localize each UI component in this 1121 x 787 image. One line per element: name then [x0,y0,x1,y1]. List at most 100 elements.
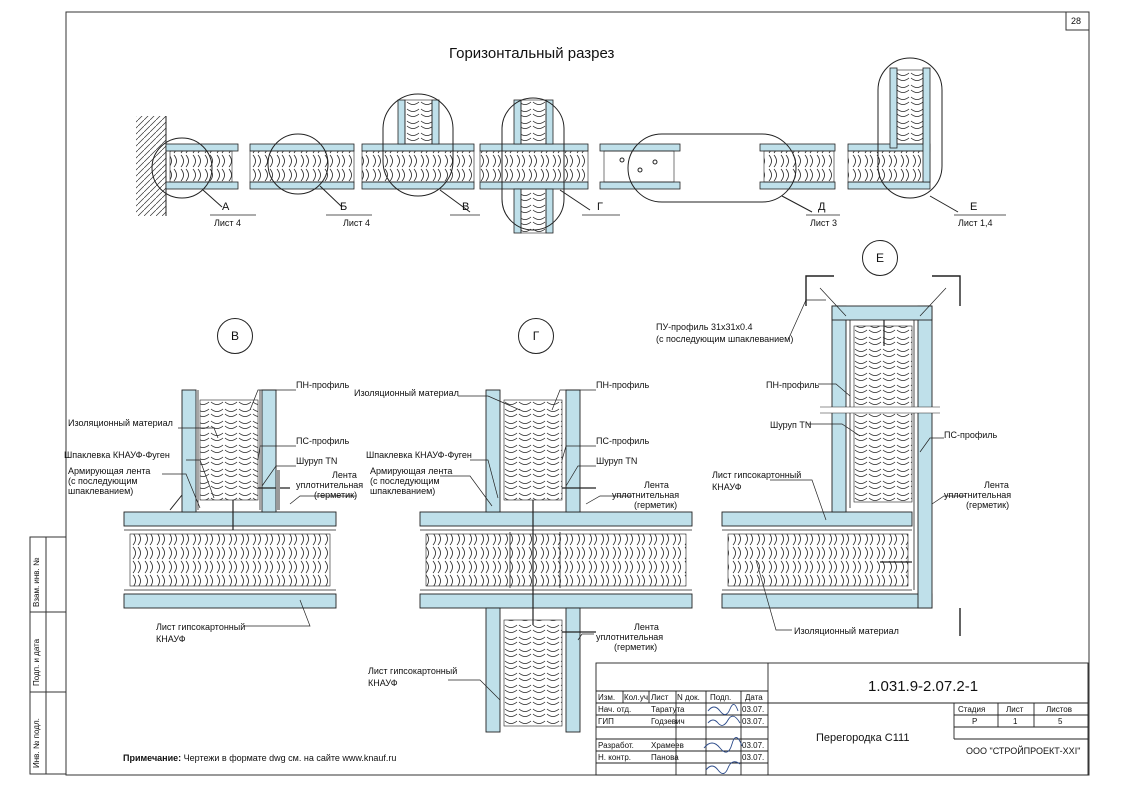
tb-header-ndok: N док. [677,693,700,702]
tb-stage-header: Стадия [958,705,986,714]
v-sheet-2: КНАУФ [156,634,186,644]
tb-row1-name: Таратута [651,705,685,714]
detail-letter-v: В [462,201,470,213]
organization: ООО "СТРОЙПРОЕКТ-XXI" [966,746,1081,756]
tb-row2-role: ГИП [598,717,614,726]
g-tape-2: (с последующим [370,476,440,486]
v-pn-profile: ПН-профиль [296,380,350,390]
title-block-grid [595,662,1089,776]
v-seal-3: (герметик) [314,490,358,500]
document-code: 1.031.9-2.07.2-1 [868,678,979,695]
tb-row3-name: Храмеев [651,741,684,750]
e-sheet-1: Лист гипсокартонный [712,470,802,480]
detail-e-drawing [721,275,961,636]
document-name: Перегородка С111 [816,732,910,744]
e-pu-1: ПУ-профиль 31х31х0.4 [656,322,753,332]
detail-v-circle: В [217,318,253,354]
tb-header-list: Лист [651,693,669,702]
tb-row1-role: Нач. отд. [598,705,632,714]
g-seal-3: (герметик) [634,500,678,510]
side-stamp-replace: Взам. инв. № [32,557,41,607]
g-seal-b-3: (герметик) [614,642,658,652]
g-putty: Шпаклевка КНАУФ-Фуген [366,450,472,460]
detail-ref-a: Лист 4 [214,218,242,228]
e-ps-profile: ПС-профиль [944,430,998,440]
g-ps-profile: ПС-профиль [596,436,650,446]
detail-letter-a: А [222,201,230,213]
e-seal-2: уплотнительная [944,490,1012,500]
v-seal-2: уплотнительная [296,480,364,490]
e-seal-3: (герметик) [966,500,1010,510]
tb-sheet: 1 [1013,717,1018,726]
v-tape-1: Армирующая лента [68,466,151,476]
sheet-number-box [1065,11,1090,31]
tb-header-izm: Изм. [598,693,616,702]
tb-row2-name: Годзевич [651,717,685,726]
v-insulation: Изоляционный материал [68,418,173,428]
tb-sheets-header: Листов [1046,705,1072,714]
tb-row4-date: 03.07. [742,753,765,762]
g-seal-b-1: Лента [634,622,659,632]
v-putty: Шпаклевка КНАУФ-Фуген [64,450,170,460]
detail-letter-e: Е [970,201,978,213]
e-screw: Шуруп TN [770,420,812,430]
g-seal-1: Лента [644,480,669,490]
side-stamp-sign-date: Подп. и дата [32,638,41,686]
top-detail-d [599,133,836,213]
v-tape-3: шпаклеванием) [68,486,134,496]
tb-row1-date: 03.07. [742,705,765,714]
g-seal-b-2: уплотнительная [596,632,664,642]
top-detail-a [136,116,239,216]
detail-g-circle: Г [518,318,554,354]
top-detail-b [249,133,355,208]
detail-letter-b: Б [340,201,348,213]
detail-letter-d: Д [818,201,826,213]
side-stamp [29,536,67,775]
tb-header-podp: Подп. [710,693,732,702]
detail-ref-e: Лист 1,4 [958,218,993,228]
e-seal-1: Лента [984,480,1009,490]
g-seal-2: уплотнительная [612,490,680,500]
g-tape-1: Армирующая лента [370,466,453,476]
tb-stage: Р [972,717,978,726]
note-text: Чертежи в формате dwg см. на сайте www.k… [181,753,397,763]
detail-ref-d: Лист 3 [810,218,838,228]
top-detail-v [361,93,475,213]
tb-header-kolych: Кол.уч. [624,693,651,702]
g-pn-profile: ПН-профиль [596,380,650,390]
detail-g-drawing [419,389,693,733]
page-title: Горизонтальный разрез [449,45,615,62]
e-pn-profile: ПН-профиль [766,380,820,390]
e-sheet-2: КНАУФ [712,482,742,492]
note-label: Примечание: [123,753,182,763]
detail-ref-b: Лист 4 [343,218,371,228]
top-detail-e [847,57,959,213]
v-sheet-1: Лист гипсокартонный [156,622,246,632]
signatures [703,704,743,774]
tb-sheets: 5 [1058,717,1063,726]
detail-v-leaders [162,389,356,627]
note: Примечание: Чертежи в формате dwg см. на… [123,753,396,763]
v-screw: Шуруп TN [296,456,338,466]
tb-row3-date: 03.07. [742,741,765,750]
tb-sheet-header: Лист [1006,705,1024,714]
e-pu-2: (с последующим шпаклеванием) [656,334,794,344]
g-screw: Шуруп TN [596,456,638,466]
tb-row3-role: Разработ. [598,741,634,750]
sheet-number: 28 [1071,16,1082,26]
sheet-frame [65,11,1090,776]
tb-row2-date: 03.07. [742,717,765,726]
v-seal-1: Лента [332,470,357,480]
v-tape-2: (с последующим [68,476,138,486]
g-tape-3: шпаклеванием) [370,486,436,496]
detail-e-leaders [755,299,966,631]
detail-letter-g: Г [597,201,603,213]
detail-e-circle: Е [862,240,898,276]
g-sheet-2: КНАУФ [368,678,398,688]
g-sheet-1: Лист гипсокартонный [368,666,458,676]
tb-row4-role: Н. контр. [598,753,632,762]
side-stamp-inventory: Инв. № подл. [32,718,41,768]
top-detail-g [479,97,591,234]
detail-g-leaders [440,389,632,701]
